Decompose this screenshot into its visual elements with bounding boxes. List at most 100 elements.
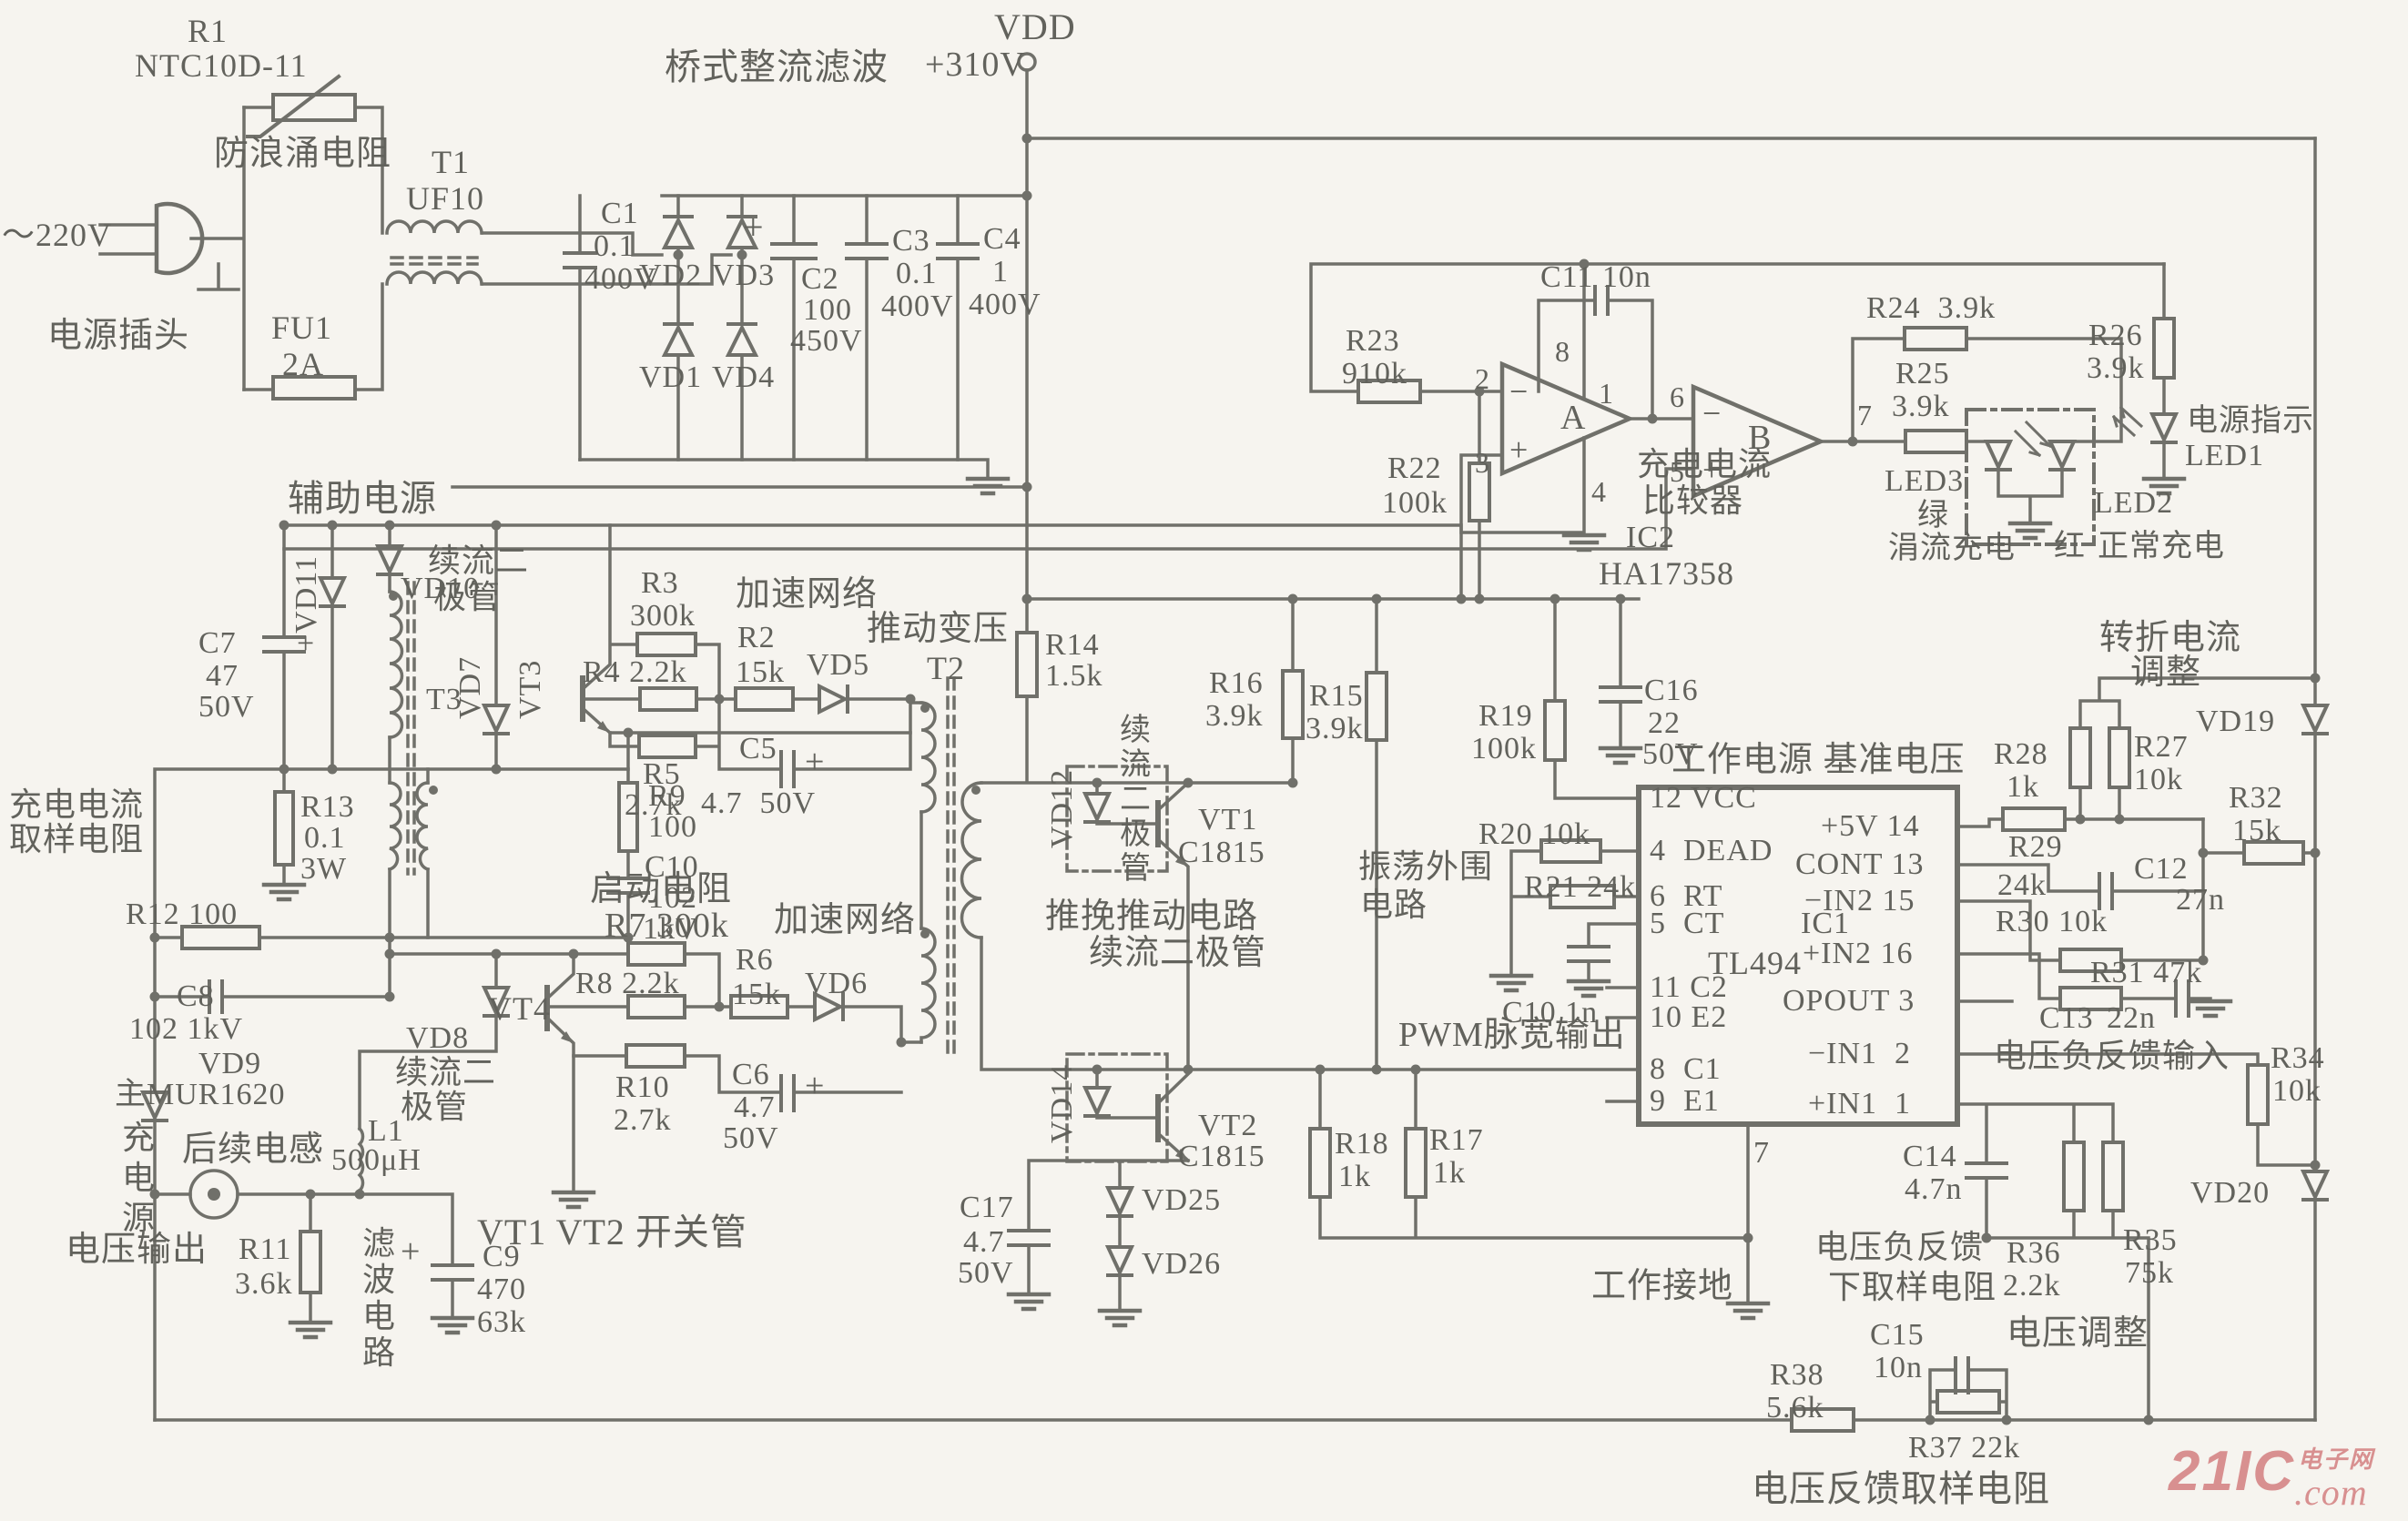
- label-p5: 5: [1670, 455, 1685, 488]
- label-c10: C10: [645, 850, 699, 884]
- label-r5a: 2.7k: [625, 788, 683, 822]
- label-bm: −: [1702, 395, 1722, 431]
- label-c2: C2: [801, 262, 839, 296]
- label-vd3: VD3: [712, 259, 776, 292]
- label-r9a: 100: [648, 810, 697, 844]
- label-fw2: 续流二: [395, 1054, 497, 1090]
- label-mur: 主MUR1620: [115, 1078, 286, 1111]
- label-p3: 3: [1475, 446, 1490, 479]
- label-flt2: 波: [362, 1262, 397, 1298]
- label-r25: R25: [1895, 357, 1950, 390]
- label-vt1a: C1815: [1178, 836, 1265, 869]
- label-fwv3: 二: [1120, 783, 1152, 816]
- label-r11a: 3.6k: [235, 1267, 293, 1301]
- label-r37: R37 22k: [1908, 1431, 2021, 1465]
- label-pin15: −IN2 15: [1804, 884, 1915, 918]
- label-c13: C13: [2039, 1001, 2094, 1035]
- label-r38: R38: [1770, 1358, 1824, 1392]
- label-r16: R16: [1209, 666, 1264, 700]
- label-r35: R35: [2123, 1223, 2178, 1257]
- label-c8: C8: [177, 979, 215, 1013]
- label-c11: C11 10n: [1540, 260, 1651, 294]
- label-r1: R1: [188, 13, 229, 49]
- label-r13a: 0.1: [304, 821, 346, 855]
- label-fwv5: 管: [1120, 852, 1152, 886]
- label-r26a: 3.9k: [2087, 351, 2145, 385]
- label-r6a: 15k: [732, 978, 781, 1011]
- label-r28a: 1k: [2007, 770, 2039, 804]
- label-c9a: 470: [477, 1273, 526, 1306]
- label-r10: R10: [615, 1070, 670, 1104]
- label-c15: C15: [1870, 1318, 1925, 1352]
- label-pin4: 4 DEAD: [1650, 834, 1773, 867]
- label-r35a: 75k: [2125, 1256, 2174, 1290]
- label-r18: R18: [1335, 1127, 1389, 1161]
- label-c12: C12: [2134, 852, 2189, 886]
- label-vd9: VD9: [198, 1047, 262, 1080]
- label-c14: C14: [1903, 1140, 1957, 1173]
- junction-dots: [149, 133, 2321, 1425]
- label-r2: R2: [737, 621, 776, 654]
- label-chg2: 电: [122, 1160, 157, 1196]
- diodes: [143, 217, 2327, 1275]
- label-vadj: 电压调整: [2007, 1314, 2149, 1353]
- label-r32: R32: [2229, 781, 2283, 815]
- label-aux: 辅助电源: [288, 478, 437, 519]
- label-t1: T1: [432, 144, 470, 180]
- label-c10b: 1kV: [643, 912, 699, 946]
- label-r29: R29: [2008, 830, 2063, 864]
- label-gndw: 工作接地: [1591, 1267, 1734, 1305]
- label-l1: L1: [368, 1114, 404, 1148]
- label-c16a: 22: [1648, 706, 1681, 740]
- capacitors: [209, 244, 2189, 1393]
- label-fbres: 电压反馈取样电阻: [1752, 1468, 2050, 1509]
- label-r13: R13: [300, 790, 355, 824]
- label-chg3: 源: [122, 1200, 157, 1236]
- label-c6: C6: [732, 1058, 770, 1091]
- label-c9: C9: [483, 1240, 521, 1273]
- optocoupler: [1966, 410, 2094, 544]
- label-pin5: 5 CT: [1650, 907, 1725, 940]
- label-r26: R26: [2088, 319, 2143, 352]
- label-r14: R14: [1045, 628, 1100, 662]
- label-uf10: UF10: [406, 180, 485, 217]
- label-c1: C1: [601, 197, 639, 230]
- label-r22a: 100k: [1382, 486, 1448, 520]
- label-wm2: 电子网: [2298, 1445, 2375, 1473]
- label-r29a: 24k: [1997, 868, 2047, 902]
- label-c4b: 400V: [969, 288, 1041, 321]
- ic-tl494: [1639, 787, 1957, 1124]
- label-cmp1: 充电电流: [1637, 446, 1773, 482]
- label-t2: T2: [927, 650, 965, 686]
- label-c17b: 50V: [958, 1256, 1014, 1290]
- label-vd26: VD26: [1142, 1247, 1222, 1281]
- label-r36: R36: [2007, 1236, 2061, 1270]
- label-accel2: 加速网络: [774, 901, 917, 939]
- label-accel1: 加速网络: [736, 575, 879, 613]
- label-vd4: VD4: [712, 360, 776, 394]
- label-c10n: C10 1n: [1502, 996, 1599, 1029]
- label-vccref: 工作电源 基准电压: [1671, 741, 1966, 779]
- label-r34a: 10k: [2272, 1074, 2322, 1108]
- label-r21: R21 24k: [1524, 870, 1637, 904]
- label-flt3: 电: [362, 1298, 397, 1334]
- label-r16a: 3.9k: [1205, 699, 1264, 733]
- label-r22: R22: [1387, 451, 1442, 485]
- label-surge: 防浪涌电阻: [214, 135, 392, 173]
- label-led2: LED2: [2094, 486, 2174, 520]
- label-ac: ～220V: [2, 217, 112, 253]
- grounds: [264, 479, 2230, 1337]
- label-pin11: 11 C2: [1650, 970, 1728, 1004]
- label-t3: T3: [426, 683, 462, 716]
- label-vout: 电压输出: [66, 1231, 208, 1269]
- label-r23a: 910k: [1342, 357, 1407, 390]
- label-vfb2: 电压负反馈: [1815, 1229, 1985, 1265]
- label-pin9: 9 E1: [1650, 1084, 1720, 1118]
- label-r11: R11: [239, 1232, 292, 1266]
- label-vfb: 电压负反馈输入: [1994, 1038, 2230, 1074]
- label-r6: R6: [736, 943, 774, 977]
- label-c5a: 4.7 50V: [701, 786, 817, 820]
- label-c14a: 4.7n: [1905, 1172, 1963, 1206]
- label-osc1: 振荡外围: [1358, 848, 1494, 885]
